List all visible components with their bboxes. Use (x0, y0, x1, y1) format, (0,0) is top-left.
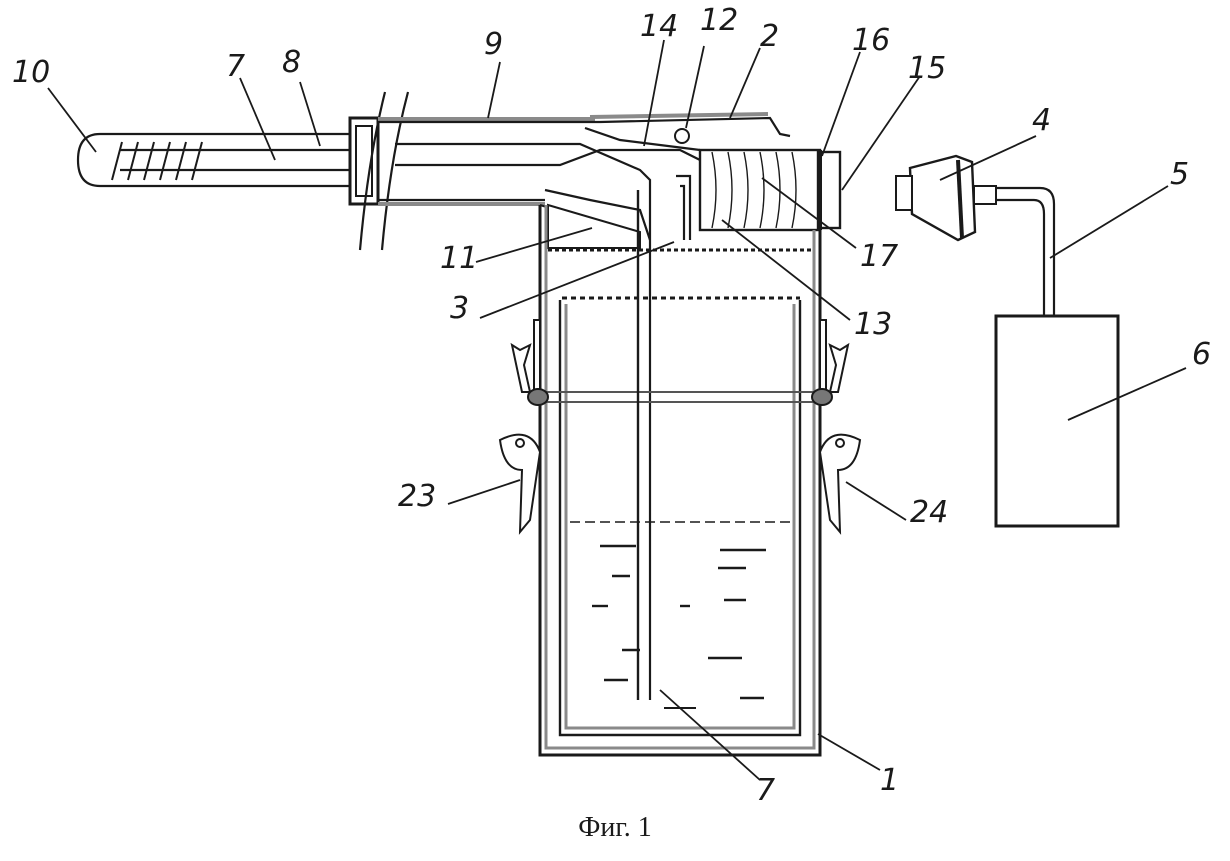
filter-cartridge (700, 150, 840, 230)
label-11: 11 (440, 241, 478, 276)
label-3: 3 (450, 291, 469, 326)
label-4: 4 (1032, 103, 1051, 138)
probe-connector (350, 118, 378, 204)
label-6: 6 (1192, 337, 1211, 372)
label-9: 9 (484, 27, 503, 62)
probe-coil (112, 142, 202, 180)
label-7-bottom: 7 (756, 773, 775, 808)
label-12: 12 (700, 3, 738, 38)
cable-5 (996, 188, 1054, 316)
label-8: 8 (282, 45, 301, 80)
label-2: 2 (760, 19, 779, 54)
label-24: 24 (910, 495, 948, 530)
label-1: 1 (880, 763, 899, 798)
label-7-top: 7 (226, 49, 245, 84)
label-23: 23 (398, 479, 436, 514)
tube-13 (676, 176, 690, 240)
probe-tube (78, 134, 355, 186)
label-17: 17 (860, 239, 898, 274)
nozzle-12 (675, 129, 689, 143)
label-10: 10 (12, 55, 50, 90)
container (540, 190, 820, 755)
label-5: 5 (1170, 157, 1189, 192)
figure-caption: Фиг. 1 (0, 812, 1230, 844)
label-14: 14 (640, 9, 678, 44)
part-11 (548, 205, 640, 248)
label-13: 13 (854, 307, 892, 342)
plug-4 (896, 156, 996, 240)
label-15: 15 (908, 51, 946, 86)
label-16: 16 (852, 23, 890, 58)
power-unit-6 (996, 316, 1118, 526)
